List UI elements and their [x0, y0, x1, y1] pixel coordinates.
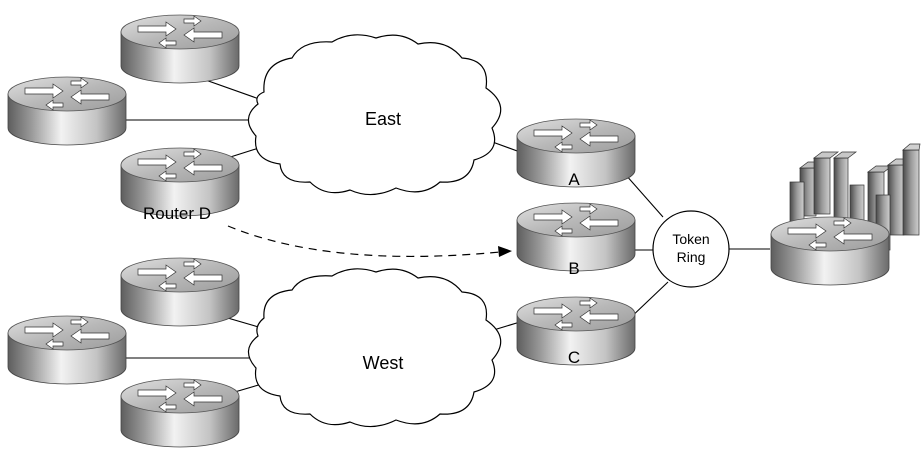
cloud-west: West [247, 268, 502, 428]
router-a-label: A [568, 170, 580, 189]
cloud-west-label: West [363, 353, 404, 373]
router-d-label: Router D [143, 204, 211, 223]
token-ring-label-line2: Ring [677, 249, 706, 265]
router-d: Router D [120, 147, 240, 223]
router-b: B [516, 202, 636, 278]
router-icon [770, 216, 890, 286]
mainframe-icon [770, 143, 921, 286]
link-a-ring [624, 173, 664, 218]
arrowhead-icon [498, 246, 512, 257]
token-ring-icon [652, 210, 730, 288]
router-icon [120, 257, 240, 327]
router-icon [7, 315, 127, 385]
router-icon [120, 378, 240, 448]
cloud-icon [247, 34, 502, 196]
router-b-label: B [568, 259, 579, 278]
router-c: C [516, 296, 636, 367]
router-c-label: C [568, 348, 580, 367]
router-a: A [516, 118, 636, 189]
router-icon [7, 76, 127, 146]
cloud-east-label: East [365, 109, 401, 129]
cloud-icon [247, 268, 502, 428]
cloud-east: East [247, 34, 502, 196]
token-ring-label-line1: Token [672, 231, 709, 247]
dashed-path-d-to-b [227, 225, 512, 257]
router-icon [120, 14, 240, 84]
token-ring: Token Ring [652, 210, 730, 288]
